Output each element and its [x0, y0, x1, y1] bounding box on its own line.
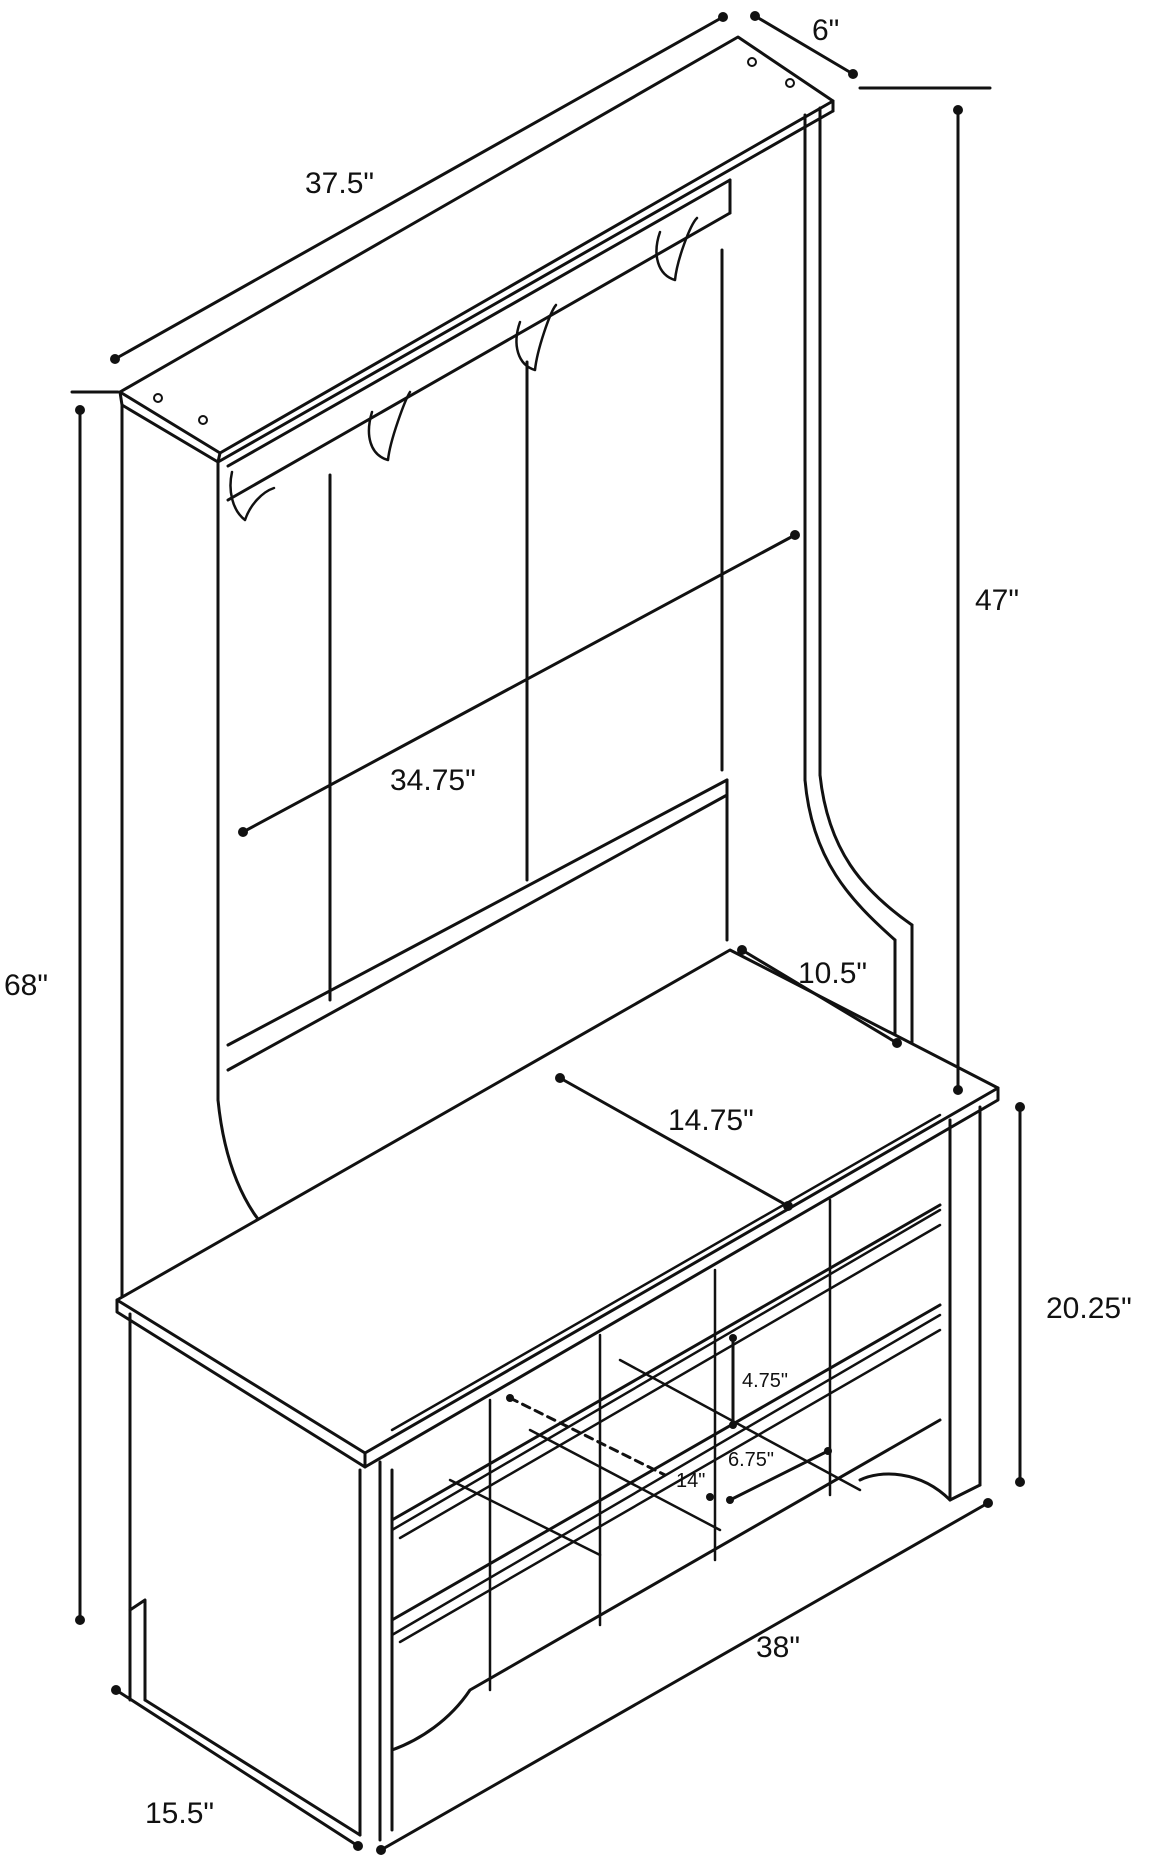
- hook-rail: [226, 178, 732, 502]
- hook-icon: [367, 390, 412, 462]
- label-total-height: 68": [4, 969, 48, 1002]
- hooks: [229, 216, 699, 522]
- dim-line-bench-side: [740, 948, 899, 1045]
- bench-seat: [115, 948, 1000, 1469]
- label-base-depth: 15.5": [145, 1797, 214, 1830]
- label-cubby-depth: 14": [676, 1470, 705, 1492]
- label-top-depth: 6": [812, 14, 839, 47]
- label-cubby-height: 4.75": [742, 1370, 788, 1392]
- label-seat-depth: 14.75": [668, 1104, 754, 1137]
- hook-icon: [515, 303, 558, 372]
- dim-line-base-width: [379, 1501, 990, 1852]
- back-lower-rail: [226, 778, 729, 1072]
- label-base-width: 38": [756, 1631, 800, 1664]
- cubby-shelves: [390, 1113, 942, 1692]
- dim-line-cubby-depth: [508, 1396, 667, 1477]
- dim-line-base-depth: [114, 1688, 360, 1848]
- dim-line-seat-depth: [558, 1076, 790, 1208]
- label-upper-height: 47": [975, 584, 1019, 617]
- label-bench-side: 10.5": [798, 957, 867, 990]
- label-top-width: 37.5": [305, 167, 374, 200]
- hook-icon: [229, 470, 276, 522]
- label-base-height: 20.25": [1046, 1292, 1132, 1325]
- label-cubby-width: 6.75": [728, 1449, 774, 1471]
- bench-front: [378, 1105, 982, 1842]
- dimension-labels: 37.5" 6" 47" 68" 34.75" 10.5" 14.75" 20.…: [4, 14, 1132, 1830]
- dim-line-top-width: [113, 15, 725, 361]
- bench-left-side: [128, 1312, 362, 1837]
- dim-line-panel-width: [241, 533, 797, 834]
- dim-line-cubby-width: [728, 1449, 830, 1502]
- dim-line-top-depth: [753, 14, 855, 76]
- label-panel-width: 34.75": [390, 764, 476, 797]
- screw-marks: [153, 57, 795, 425]
- right-side-panel: [803, 106, 914, 1052]
- furniture-outline: [115, 35, 1000, 1842]
- back-panel-grooves: [328, 248, 724, 1002]
- hook-icon: [655, 216, 699, 282]
- dimension-lines: [70, 14, 1022, 1852]
- top-shelf: [118, 35, 835, 464]
- dimension-endpoints: [75, 11, 1025, 1855]
